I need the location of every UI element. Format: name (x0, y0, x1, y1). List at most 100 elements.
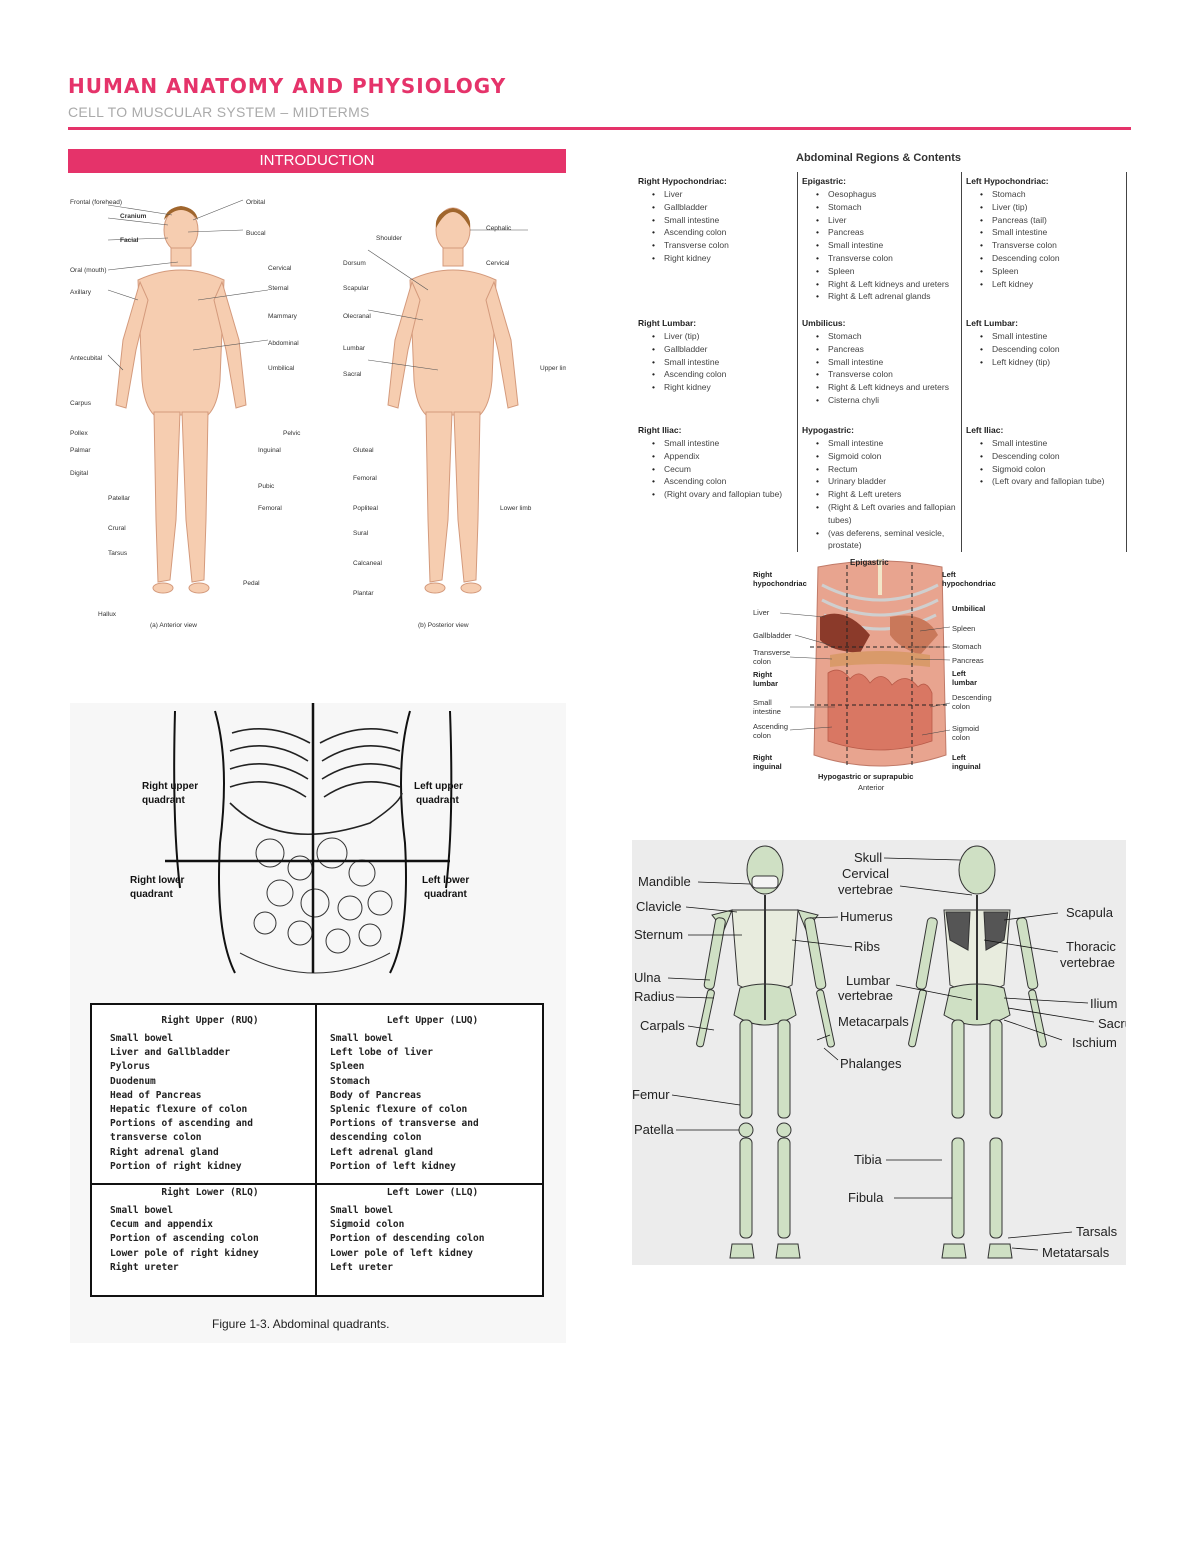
svg-text:Axillary: Axillary (70, 289, 92, 296)
region-item: Transverse colon (816, 252, 958, 265)
region-heading: Left Hypochondriac: (966, 176, 1049, 186)
svg-text:Ulna: Ulna (634, 970, 662, 985)
svg-text:Abdominal: Abdominal (268, 340, 299, 347)
svg-text:Scapula: Scapula (1066, 905, 1114, 920)
llq-item: Lower pole of left kidney (330, 1247, 473, 1259)
region-left-hypochondriac: Left Hypochondriac: Stomach Liver (tip) … (966, 176, 1124, 290)
region-item: Right & Left ureters (816, 488, 958, 501)
svg-text:hypochondriac: hypochondriac (942, 579, 996, 588)
svg-text:Transverse: Transverse (753, 648, 790, 657)
ruq-item: Right adrenal gland (110, 1146, 219, 1158)
rlq-item: Portion of ascending colon (110, 1233, 259, 1245)
svg-text:Right upper: Right upper (142, 781, 198, 792)
region-item: (vas deferens, seminal vesicle, prostate… (816, 527, 958, 553)
svg-text:Ischium: Ischium (1072, 1035, 1117, 1050)
svg-text:Femoral: Femoral (353, 475, 377, 482)
svg-text:Calcaneal: Calcaneal (353, 560, 382, 567)
ruq-item: Portions of ascending and (110, 1118, 253, 1130)
svg-text:Palmar: Palmar (70, 447, 91, 454)
svg-text:Right: Right (753, 670, 773, 679)
luq-item: Stomach (330, 1075, 371, 1087)
svg-text:Left: Left (952, 753, 966, 762)
region-heading: Left Lumbar: (966, 318, 1018, 328)
svg-text:Cervical: Cervical (842, 866, 889, 881)
svg-text:Gallbladder: Gallbladder (753, 631, 792, 640)
svg-text:Shoulder: Shoulder (376, 235, 403, 242)
region-item: (Left ovary and fallopian tube) (980, 475, 1124, 488)
svg-text:Ascending: Ascending (753, 722, 788, 731)
luq-heading: Left Upper (LUQ) (386, 1015, 479, 1026)
region-item: Spleen (816, 265, 958, 278)
region-item: Small intestine (652, 437, 794, 450)
svg-text:Pelvic: Pelvic (283, 430, 301, 437)
svg-text:Lower limb: Lower limb (500, 505, 532, 512)
region-item: (Right ovary and fallopian tube) (652, 488, 794, 501)
region-heading: Right Lumbar: (638, 318, 697, 328)
svg-text:Pancreas: Pancreas (952, 656, 984, 665)
rlq-heading: Right Lower (RLQ) (161, 1187, 259, 1198)
svg-text:Sternum: Sternum (634, 927, 683, 942)
svg-text:Antecubital: Antecubital (70, 355, 103, 362)
svg-text:Left upper: Left upper (414, 781, 463, 792)
svg-text:Gluteal: Gluteal (353, 447, 374, 454)
region-item: Ascending colon (652, 475, 794, 488)
rlq-cell: Right Lower (RLQ) Small bowel Cecum and … (110, 1187, 310, 1275)
region-item: Liver (652, 188, 794, 201)
svg-text:Ribs: Ribs (854, 939, 881, 954)
region-item: Transverse colon (816, 368, 958, 381)
region-item: Pancreas (816, 226, 958, 239)
svg-text:Descending: Descending (952, 693, 992, 702)
llq-heading: Left Lower (LLQ) (386, 1187, 479, 1198)
svg-text:Phalanges: Phalanges (840, 1056, 902, 1071)
document-title: HUMAN ANATOMY AND PHYSIOLOGY (68, 74, 507, 98)
region-item: Stomach (980, 188, 1124, 201)
svg-text:Pedal: Pedal (243, 580, 260, 587)
regions-divider-3 (1126, 172, 1127, 552)
svg-text:Tarsals: Tarsals (1076, 1224, 1118, 1239)
region-item: Small intestine (816, 239, 958, 252)
anterior-view-caption: (a) Anterior view (150, 622, 197, 629)
svg-text:Mandible: Mandible (638, 874, 691, 889)
svg-text:Left lower: Left lower (422, 875, 469, 886)
luq-cell: Left Upper (LUQ) Small bowel Left lobe o… (330, 1015, 535, 1174)
region-item: Descending colon (980, 450, 1124, 463)
region-item: Spleen (980, 265, 1124, 278)
svg-text:Humerus: Humerus (840, 909, 893, 924)
epigastric-label: Epigastric (850, 558, 889, 567)
region-item: Small intestine (980, 437, 1124, 450)
svg-text:Inguinal: Inguinal (258, 447, 281, 454)
svg-text:Carpals: Carpals (640, 1018, 685, 1033)
svg-text:Pollex: Pollex (70, 430, 88, 437)
ruq-item: Pylorus (110, 1061, 151, 1073)
svg-text:Dorsum: Dorsum (343, 260, 366, 267)
region-heading: Left Iliac: (966, 425, 1004, 435)
svg-text:Femoral: Femoral (258, 505, 282, 512)
rlq-item: Lower pole of right kidney (110, 1247, 259, 1259)
body-regions-figure: Frontal (forehead) Cranium Facial Oral (… (68, 190, 566, 630)
region-heading: Right Hypochondriac: (638, 176, 727, 186)
svg-text:Thoracic: Thoracic (1066, 939, 1116, 954)
llq-cell: Left Lower (LLQ) Small bowel Sigmoid col… (330, 1187, 535, 1275)
region-item: Left kidney (tip) (980, 356, 1124, 369)
region-heading: Umbilicus: (802, 318, 846, 328)
luq-item: Body of Pancreas (330, 1089, 422, 1101)
svg-text:Upper limb: Upper limb (540, 365, 566, 372)
svg-text:vertebrae: vertebrae (838, 988, 893, 1003)
abdominal-quadrants-figure: Right upper quadrant Left upper quadrant… (70, 703, 566, 1343)
luq-item: descending colon (330, 1132, 422, 1144)
svg-text:Femur: Femur (632, 1087, 670, 1102)
luq-item: Spleen (330, 1061, 365, 1073)
region-item: Small intestine (652, 356, 794, 369)
regions-divider-1 (797, 172, 798, 552)
anterior-label: Anterior (858, 783, 885, 792)
region-right-lumbar: Right Lumbar: Liver (tip) Gallbladder Sm… (638, 318, 794, 394)
ruq-item: Head of Pancreas (110, 1089, 202, 1101)
ruq-item: transverse colon (110, 1132, 202, 1144)
rlq-item: Right ureter (110, 1261, 179, 1273)
luq-item: Left adrenal gland (330, 1146, 433, 1158)
region-item: Descending colon (980, 343, 1124, 356)
regions-table-title: Abdominal Regions & Contents (796, 152, 961, 164)
svg-text:Carpus: Carpus (70, 400, 92, 407)
svg-text:colon: colon (952, 702, 970, 711)
document-subtitle: CELL TO MUSCULAR SYSTEM – MIDTERMS (68, 104, 370, 120)
